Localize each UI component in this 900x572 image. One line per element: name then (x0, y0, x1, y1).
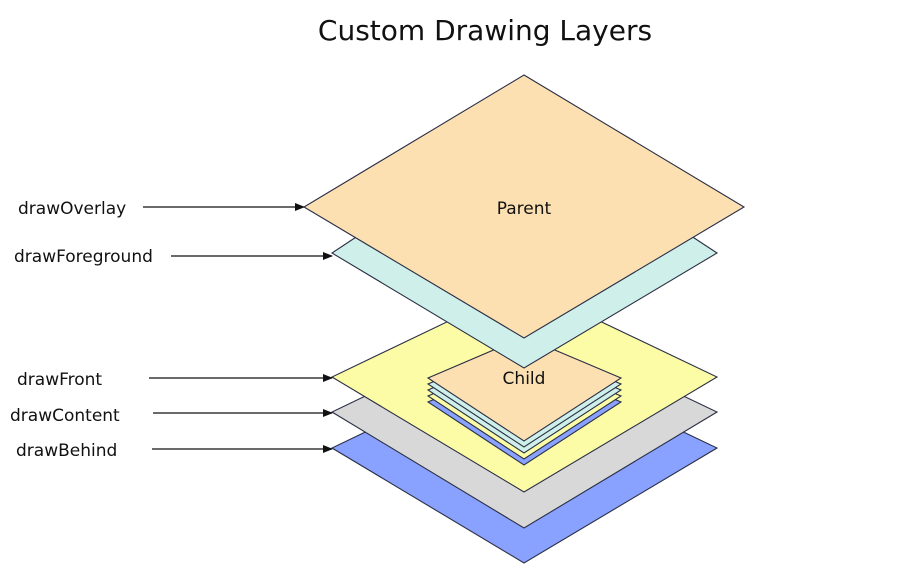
label-draw-content: drawContent (10, 406, 120, 426)
label-draw-overlay: drawOverlay (18, 199, 126, 219)
diagram-title: Custom Drawing Layers (318, 14, 652, 47)
label-draw-foreground: drawForeground (14, 247, 153, 267)
label-draw-front: drawFront (17, 370, 102, 390)
parent-label: Parent (497, 199, 552, 219)
child-label: Child (503, 369, 546, 389)
layer-overlay-plate (302, 74, 746, 339)
label-draw-behind: drawBehind (16, 441, 117, 461)
child-overlay-plate (426, 336, 623, 442)
